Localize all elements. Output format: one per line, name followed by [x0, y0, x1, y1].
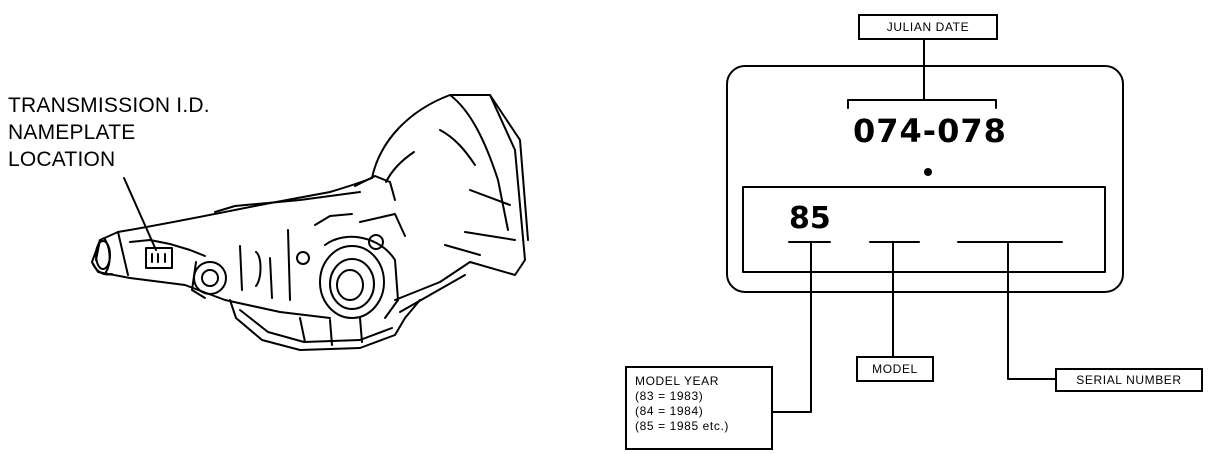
- nameplate-inner-field: [742, 186, 1106, 273]
- model-year-title: MODEL YEAR: [635, 374, 720, 388]
- julian-date-label-box: JULIAN DATE: [858, 14, 998, 40]
- separator-dot: [924, 168, 932, 176]
- serial-number-label-box: SERIAL NUMBER: [1055, 368, 1203, 392]
- julian-date-value: 074-078: [853, 112, 1007, 150]
- model-year-line-85: (85 = 1985 etc.): [635, 419, 729, 433]
- model-year-line-84: (84 = 1984): [635, 404, 704, 418]
- model-year-legend-box: MODEL YEAR (83 = 1983) (84 = 1984) (85 =…: [625, 366, 773, 450]
- model-year-line-83: (83 = 1983): [635, 389, 704, 403]
- location-callout: TRANSMISSION I.D. NAMEPLATE LOCATION: [8, 92, 210, 173]
- model-label-box: MODEL: [856, 356, 934, 382]
- model-label: MODEL: [872, 362, 918, 376]
- model-year-value: 85: [789, 201, 831, 236]
- serial-number-label: SERIAL NUMBER: [1076, 373, 1182, 387]
- location-line-3: LOCATION: [8, 148, 116, 171]
- location-leader-line: [123, 177, 157, 251]
- transmission-illustration: [91, 94, 529, 351]
- location-line-1: TRANSMISSION I.D.: [8, 94, 210, 117]
- location-line-2: NAMEPLATE: [8, 121, 136, 144]
- julian-date-bracket: [847, 99, 997, 109]
- julian-date-label: JULIAN DATE: [886, 20, 970, 34]
